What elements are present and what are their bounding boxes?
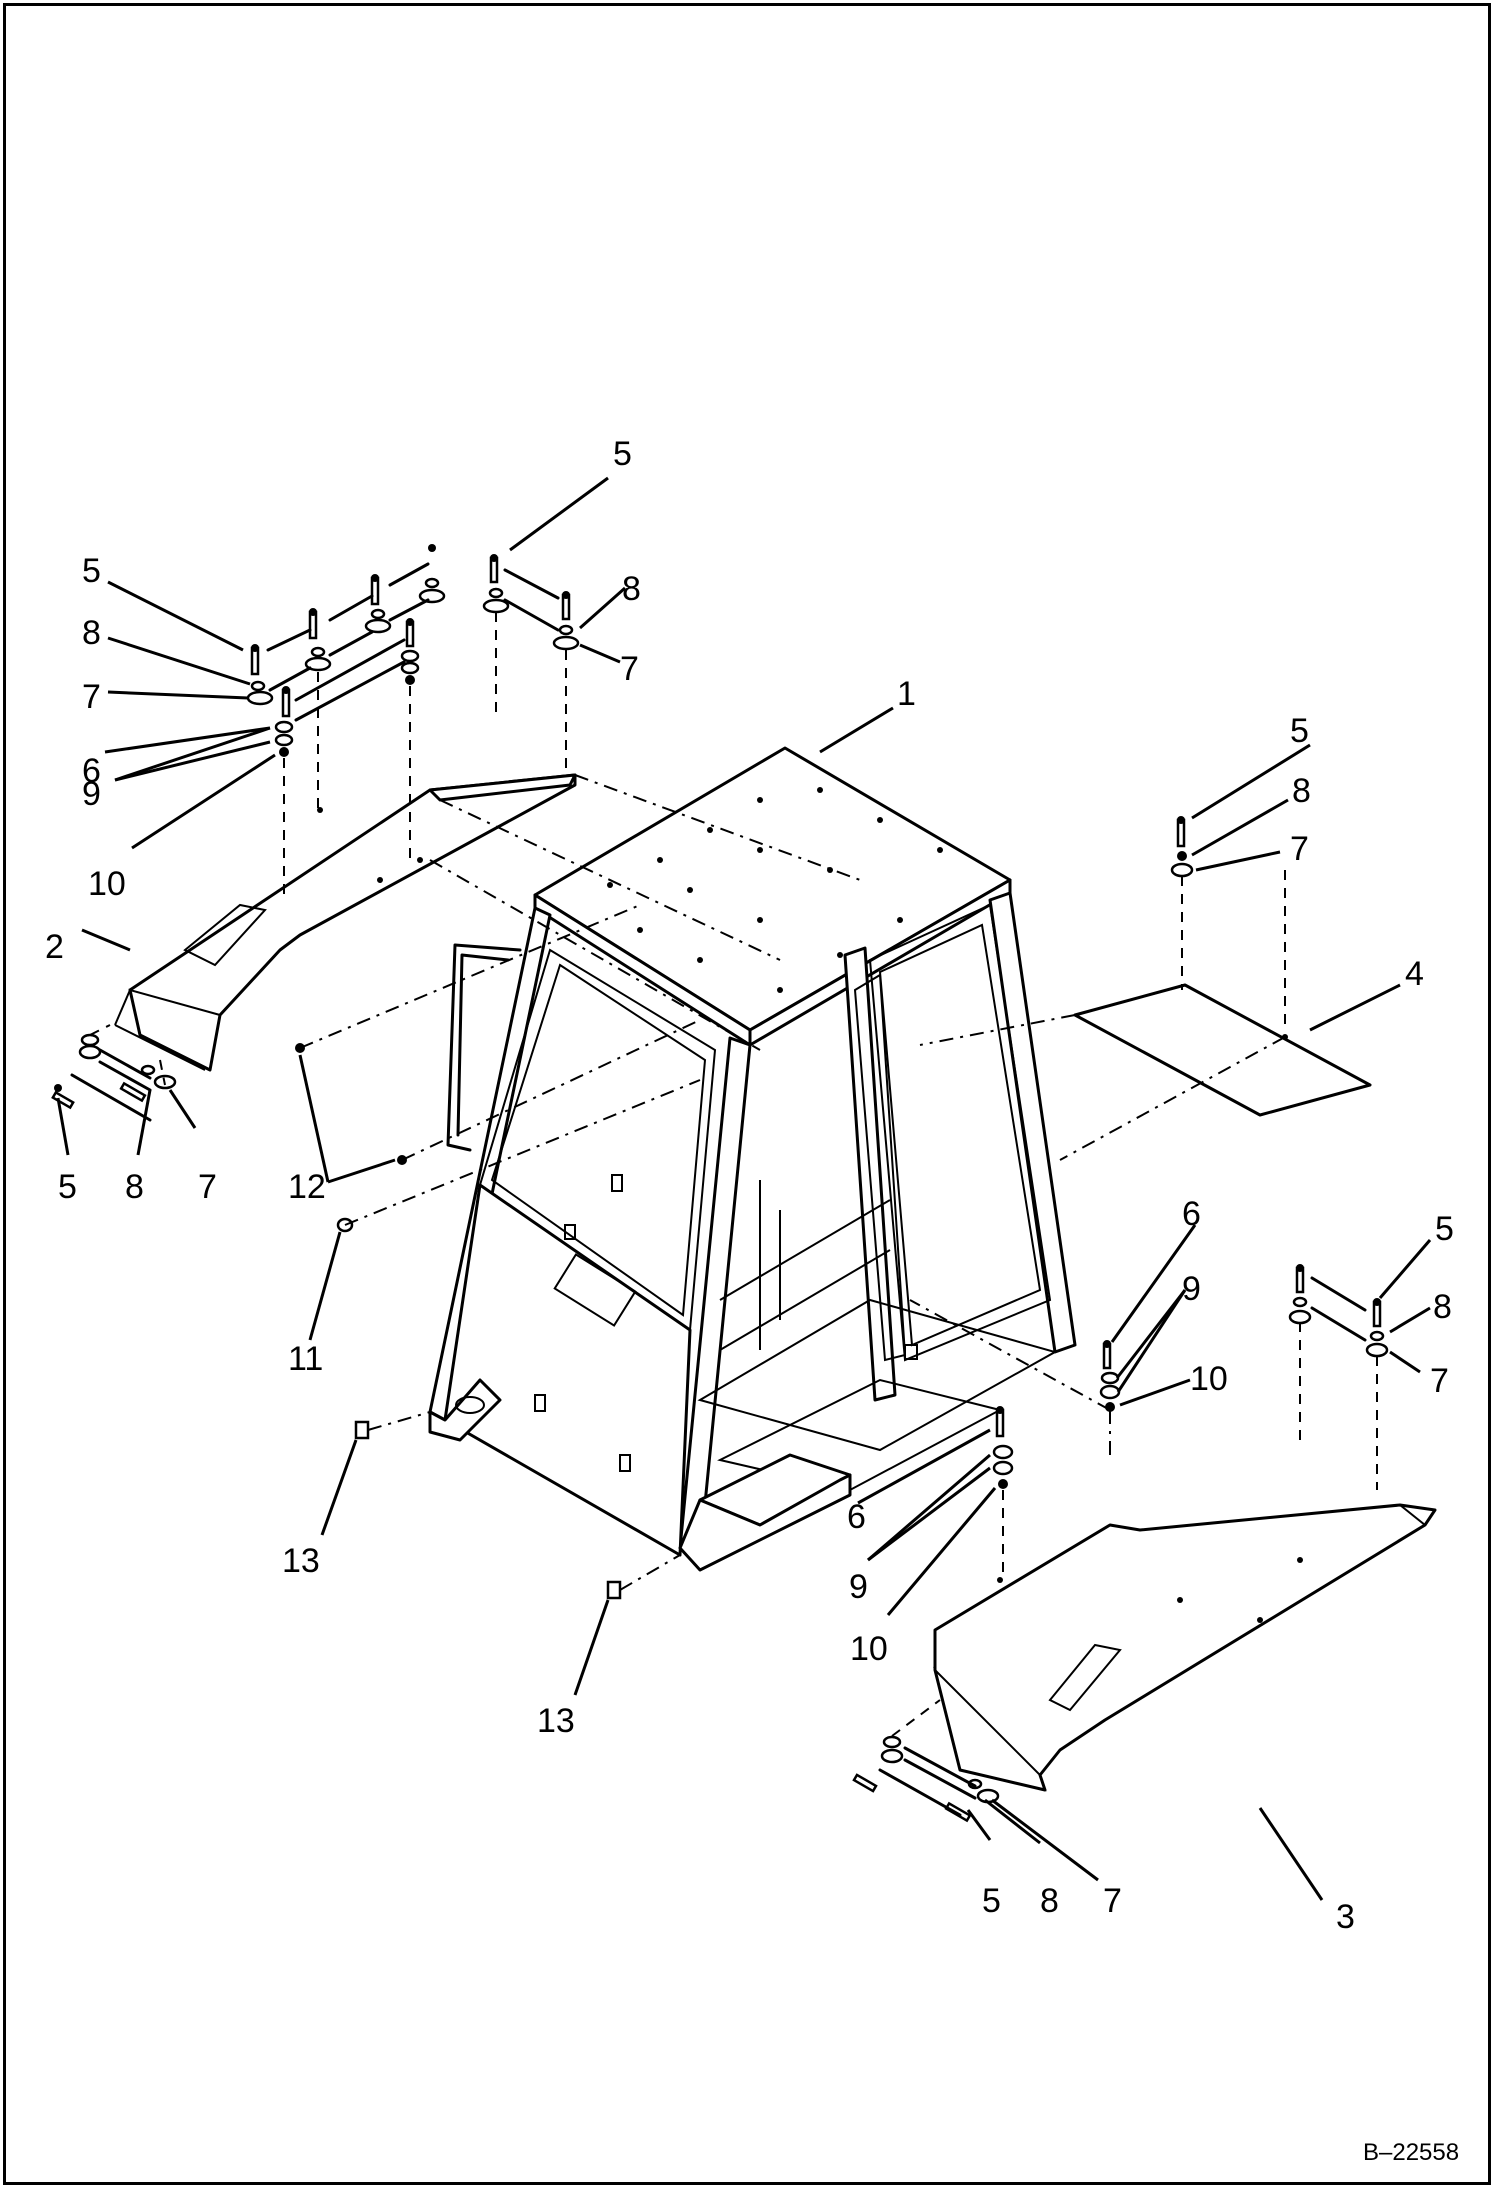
callout-9-right: 9 — [1182, 1270, 1201, 1308]
callout-12: 12 — [288, 1168, 326, 1206]
callout-9-center: 9 — [849, 1568, 868, 1606]
callout-2: 2 — [45, 928, 64, 966]
callout-5-left-lower: 5 — [58, 1168, 77, 1206]
callout-7-right-upper: 7 — [1290, 830, 1309, 868]
cab-frame — [428, 746, 1077, 1572]
callout-6-center: 6 — [847, 1498, 866, 1536]
callout-9-left: 9 — [82, 775, 101, 813]
cover-plate — [1073, 983, 1372, 1117]
callout-6-left: 6 — [82, 752, 101, 790]
right-fender — [933, 1503, 1437, 1792]
callout-3: 3 — [1336, 1898, 1355, 1936]
callout-7-left-upper: 7 — [82, 678, 101, 716]
callout-11: 11 — [288, 1340, 323, 1378]
callout-13-left: 13 — [282, 1542, 320, 1580]
callout-10-right: 10 — [1190, 1360, 1228, 1398]
callout-7-middle-upper: 7 — [620, 650, 639, 688]
callout-7-right-fender: 7 — [1430, 1362, 1449, 1400]
callout-13-center: 13 — [537, 1702, 575, 1740]
callout-5-right-fender: 5 — [1435, 1210, 1454, 1248]
callout-4: 4 — [1405, 955, 1424, 993]
callout-10-center: 10 — [850, 1630, 888, 1668]
callout-8-middle-upper: 8 — [622, 570, 641, 608]
callout-5-upper-right: 5 — [1290, 712, 1309, 750]
callout-5-upper-left: 5 — [82, 552, 101, 590]
callout-8-right-fender: 8 — [1433, 1288, 1452, 1326]
callout-10-left: 10 — [88, 865, 126, 903]
callout-7-left-lower: 7 — [198, 1168, 217, 1206]
drawing-id-code: B–22558 — [1363, 2139, 1459, 2166]
callout-8-right-lower: 8 — [1040, 1882, 1059, 1920]
callout-labels: 1 2 3 4 5 5 5 5 5 5 6 6 6 7 7 7 7 7 7 8 … — [45, 435, 1454, 1936]
callout-8-right-upper: 8 — [1292, 772, 1311, 810]
callout-5-upper-middle: 5 — [613, 435, 632, 473]
callout-5-right-lower: 5 — [982, 1882, 1001, 1920]
leader-lines — [56, 476, 1432, 1901]
callout-7-right-lower: 7 — [1103, 1882, 1122, 1920]
assembly-lines — [89, 612, 1378, 1737]
callout-1: 1 — [897, 675, 916, 713]
left-fender — [114, 773, 577, 1072]
callout-6-right: 6 — [1182, 1195, 1201, 1233]
callout-8-left-lower: 8 — [125, 1168, 144, 1206]
callout-8-left-upper: 8 — [82, 614, 101, 652]
